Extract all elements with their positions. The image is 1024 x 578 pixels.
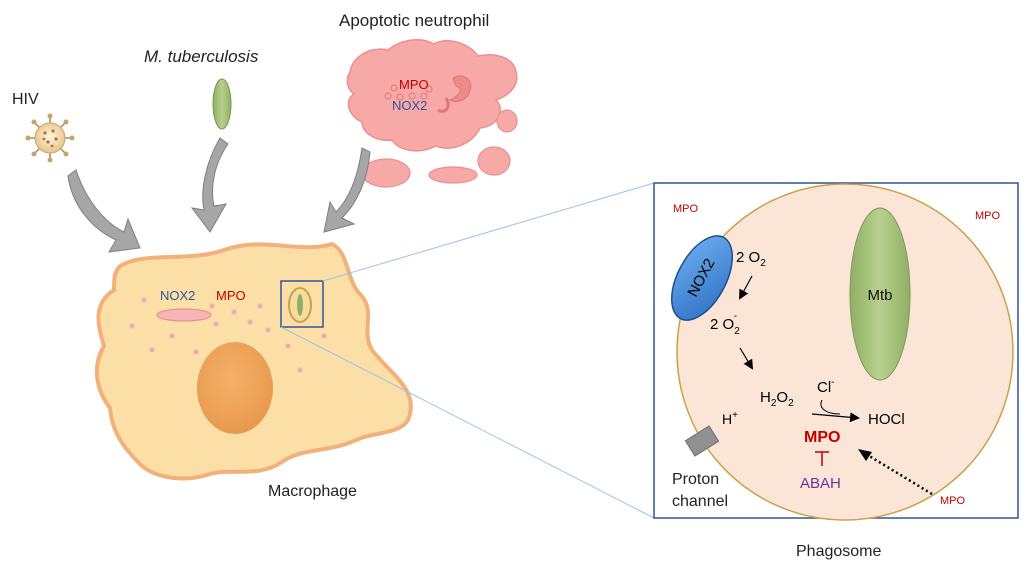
zoom-box (280, 280, 324, 328)
mtb-arrow-icon (190, 137, 229, 233)
mpo-enzyme-label: MPO (804, 429, 840, 446)
superoxide-formula: 2 O2- (710, 311, 740, 337)
h2o2-formula: H2O2 (760, 389, 794, 409)
chloride-join-curve (820, 399, 841, 415)
phagosome-mpo-outside-top-right: MPO (975, 210, 1001, 222)
mtb-in-phagosome-label: Mtb (867, 287, 892, 304)
proton-channel-icon (684, 425, 720, 457)
mtb-in-phagosome-icon (849, 207, 911, 381)
oxygen-formula: 2 O2 (736, 249, 766, 269)
proton-channel-label-line1: Proton (672, 471, 719, 488)
mtb-source-label: M. tuberculosis (144, 47, 259, 66)
macrophage-mpo-label: MPO (216, 288, 246, 303)
zoom-line-bottom (280, 326, 655, 519)
macrophage-label: Macrophage (268, 483, 357, 500)
phagosome-label: Phagosome (796, 543, 881, 560)
hiv-arrow-icon (67, 169, 141, 253)
hiv-virus-icon (25, 113, 75, 163)
neutrophil-arrow-icon (323, 147, 371, 233)
macrophage-cell-icon (94, 241, 413, 481)
abah-label: ABAH (800, 475, 841, 492)
macrophage-nox2-label: NOX2 (160, 288, 195, 303)
mtb-bacterium-icon (212, 78, 232, 130)
neutrophil-mpo-label: MPO (399, 77, 429, 92)
nox2-protein-icon: NOX2 (670, 235, 734, 321)
inhibition-icon (815, 451, 829, 466)
phagosome-mpo-outside-bottom: MPO (940, 495, 966, 507)
phagosome-membrane (676, 183, 1014, 521)
neutrophil-nox2-label: NOX2 (392, 98, 427, 113)
zoom-line-top (322, 182, 655, 282)
hocl-label: HOCl (868, 411, 905, 428)
hiv-label: HIV (12, 91, 39, 108)
neutrophil-label: Apoptotic neutrophil (339, 11, 489, 30)
mpo-entry-arrowhead-icon (858, 449, 872, 461)
proton-label: H+ (722, 410, 738, 427)
arrow-superoxide-to-h2o2 (739, 347, 754, 370)
arrow-o2-to-superoxide (739, 275, 753, 300)
chloride-formula: Cl- (817, 377, 835, 396)
proton-channel-label-line2: channel (672, 493, 728, 510)
arrow-h2o2-to-hocl (811, 412, 860, 423)
apoptotic-neutrophil-icon (346, 38, 518, 188)
phagosome-mpo-outside-top-left: MPO (673, 203, 699, 215)
